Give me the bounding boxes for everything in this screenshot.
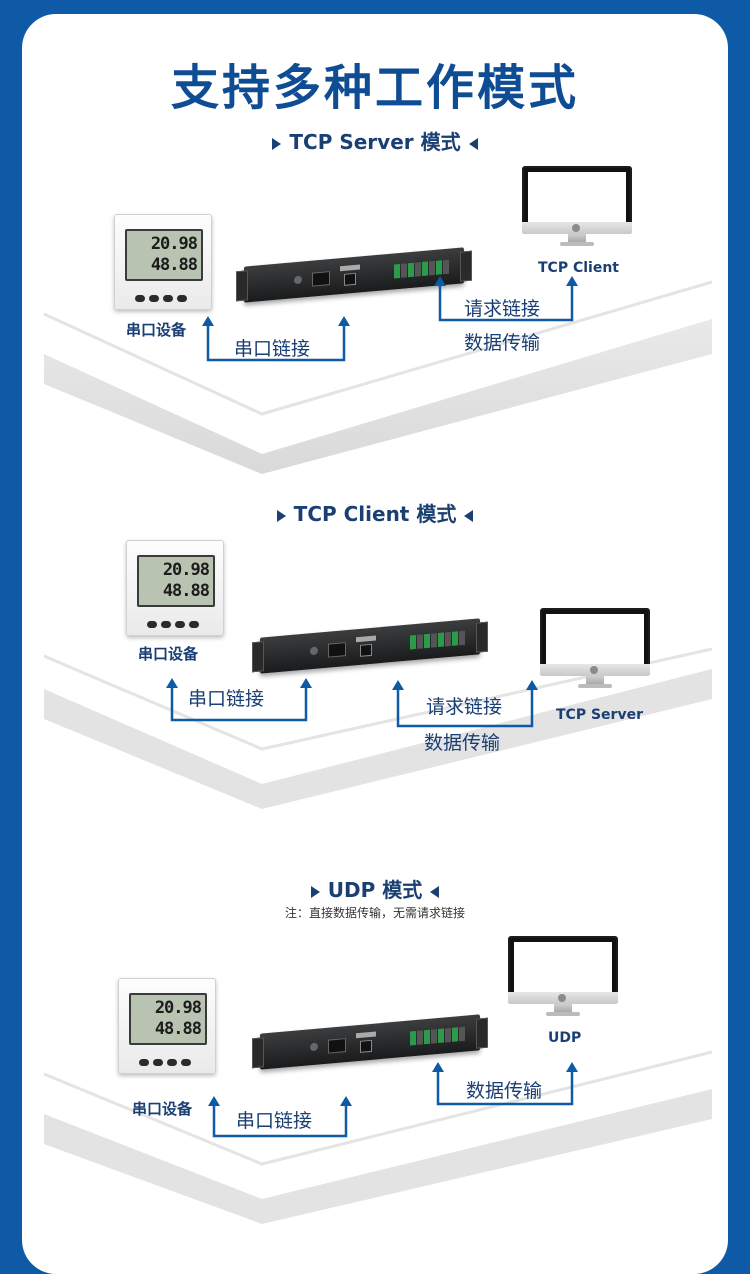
serial-device-image: 20.98 48.88 <box>114 214 212 310</box>
connection-arrows <box>166 678 538 728</box>
computer-label: TCP Server <box>556 707 643 723</box>
request-link-label: 请求链接 <box>426 696 503 718</box>
mode-title: UDP 模式 <box>22 874 728 903</box>
lcd-display: 20.98 48.88 <box>137 555 215 607</box>
mode-title: TCP Client 模式 <box>22 498 728 527</box>
triangle-left-icon <box>464 509 474 522</box>
sensor-label: 串口设备 <box>132 1100 193 1118</box>
apple-logo-icon <box>590 666 598 674</box>
lcd-line1: 20.98 <box>162 560 210 580</box>
lcd-line1: 20.98 <box>154 998 202 1018</box>
page-title: 支持多种工作模式 <box>170 60 579 116</box>
computer-monitor-icon <box>508 936 618 1016</box>
triangle-right-icon <box>276 509 286 522</box>
connection-arrows <box>208 1062 578 1138</box>
mode-title-text: TCP Server 模式 <box>289 130 461 154</box>
serial-device-image: 20.98 48.88 <box>126 540 224 636</box>
triangle-right-icon <box>272 137 282 150</box>
mode-note: 注：直接数据传输，无需请求链接 <box>284 906 465 920</box>
serial-link-label: 串口链接 <box>188 688 265 710</box>
computer-monitor-icon <box>540 608 650 688</box>
serial-link-label: 串口链接 <box>234 338 311 360</box>
mode-title: TCP Server 模式 <box>22 126 728 155</box>
platform-shape <box>43 647 713 809</box>
platform-shape <box>43 280 713 474</box>
lcd-line2: 48.88 <box>162 581 210 601</box>
serial-link-label: 串口链接 <box>236 1110 313 1132</box>
computer-label: TCP Client <box>538 260 619 276</box>
content-card: 支持多种工作模式 TCP Server 模式 20.98 48.88 <box>22 14 728 1274</box>
computer-label: UDP <box>548 1030 582 1046</box>
apple-logo-icon <box>572 224 580 232</box>
sensor-buttons <box>147 613 207 628</box>
sensor-buttons <box>135 287 195 302</box>
computer-monitor-icon <box>522 166 632 246</box>
section-tcp-client: TCP Client 模式 20.98 48.88 串口设备 TCP Serve… <box>22 484 728 844</box>
sensor-buttons <box>139 1051 199 1066</box>
apple-logo-icon <box>558 994 566 1002</box>
connection-arrows <box>202 276 578 362</box>
triangle-right-icon <box>310 885 320 898</box>
lcd-display: 20.98 48.88 <box>125 229 203 281</box>
sensor-label: 串口设备 <box>126 321 187 339</box>
serial-device-image: 20.98 48.88 <box>118 978 216 1074</box>
data-transfer-label: 数据传输 <box>424 732 501 754</box>
lcd-line2: 48.88 <box>154 1019 202 1039</box>
section-udp: UDP 模式 注：直接数据传输，无需请求链接 20.98 48.88 串口设备 … <box>22 864 728 1224</box>
lcd-line2: 48.88 <box>150 255 198 275</box>
mode-title-text: TCP Client 模式 <box>293 502 457 526</box>
lcd-display: 20.98 48.88 <box>129 993 207 1045</box>
request-link-label: 请求链接 <box>464 298 541 320</box>
triangle-left-icon <box>468 137 478 150</box>
section-tcp-server: TCP Server 模式 20.98 48.88 串口设备 TCP Clien… <box>22 114 728 474</box>
lcd-line1: 20.98 <box>150 234 198 254</box>
triangle-left-icon <box>430 885 440 898</box>
mode-title-text: UDP 模式 <box>327 878 423 902</box>
data-transfer-label: 数据传输 <box>464 332 541 354</box>
platform-shape <box>43 1050 713 1224</box>
sensor-label: 串口设备 <box>138 645 199 663</box>
data-transfer-label: 数据传输 <box>466 1080 543 1102</box>
